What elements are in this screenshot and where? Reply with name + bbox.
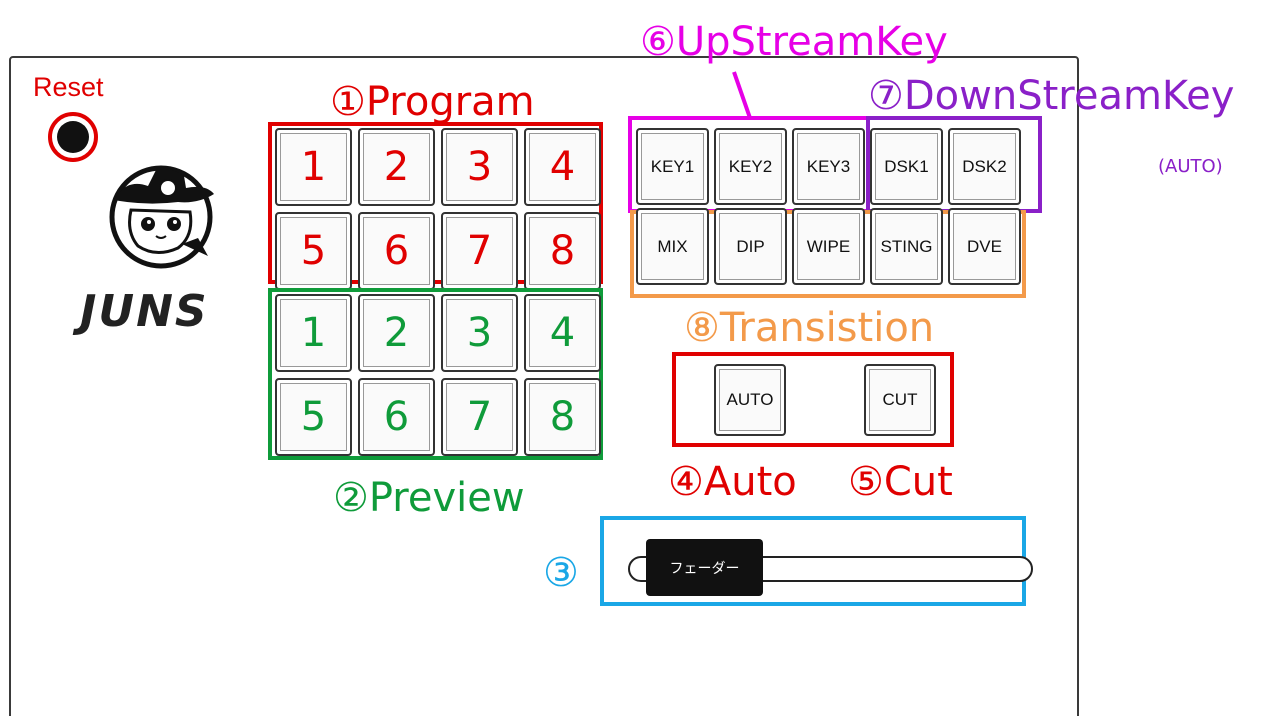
preview-button-6[interactable]: 6	[358, 378, 435, 456]
key2-button[interactable]: KEY2	[714, 128, 787, 205]
preview-button-2[interactable]: 2	[358, 294, 435, 372]
auto-label: ④Auto	[668, 459, 797, 505]
program-button-3[interactable]: 3	[441, 128, 518, 206]
program-section-label: ①Program	[330, 79, 535, 125]
program-frame	[268, 122, 603, 284]
transition-button-row: MIX DIP WIPE STING DVE	[636, 208, 1021, 285]
program-button-7[interactable]: 7	[441, 212, 518, 290]
auto-button[interactable]: AUTO	[714, 364, 786, 436]
preview-button-5[interactable]: 5	[275, 378, 352, 456]
downstream-key-label: ⑦DownStreamKey	[868, 73, 1235, 119]
dsk1-button[interactable]: DSK1	[870, 128, 943, 205]
key3-button[interactable]: KEY3	[792, 128, 865, 205]
preview-section-label: ②Preview	[333, 475, 525, 521]
program-button-1[interactable]: 1	[275, 128, 352, 206]
reset-button[interactable]	[48, 112, 98, 162]
dip-button[interactable]: DIP	[714, 208, 787, 285]
program-button-2[interactable]: 2	[358, 128, 435, 206]
fader-section-label: ③	[543, 550, 579, 596]
preview-button-grid: 1 2 3 4 5 6 7 8	[275, 294, 601, 456]
sting-button[interactable]: STING	[870, 208, 943, 285]
dve-button[interactable]: DVE	[948, 208, 1021, 285]
mix-button[interactable]: MIX	[636, 208, 709, 285]
preview-button-1[interactable]: 1	[275, 294, 352, 372]
program-button-8[interactable]: 8	[524, 212, 601, 290]
auto-cut-frame	[672, 352, 954, 447]
cut-label: ⑤Cut	[848, 459, 953, 505]
dsk2-button[interactable]: DSK2	[948, 128, 1021, 205]
preview-button-8[interactable]: 8	[524, 378, 601, 456]
upstream-pointer-line	[732, 71, 752, 119]
preview-button-3[interactable]: 3	[441, 294, 518, 372]
preview-frame	[268, 288, 603, 460]
cut-button[interactable]: CUT	[864, 364, 936, 436]
transition-section-label: ⑧Transistion	[684, 305, 935, 351]
key-button-row: KEY1 KEY2 KEY3 DSK1 DSK2	[636, 128, 1021, 205]
fader-handle[interactable]: フェーダー	[646, 539, 763, 596]
key1-button[interactable]: KEY1	[636, 128, 709, 205]
program-button-6[interactable]: 6	[358, 212, 435, 290]
reset-label: Reset	[33, 72, 104, 102]
preview-button-7[interactable]: 7	[441, 378, 518, 456]
preview-button-4[interactable]: 4	[524, 294, 601, 372]
upstream-key-label: ⑥UpStreamKey	[640, 19, 948, 65]
program-button-4[interactable]: 4	[524, 128, 601, 206]
program-button-5[interactable]: 5	[275, 212, 352, 290]
wipe-button[interactable]: WIPE	[792, 208, 865, 285]
cowboy-cat-logo-icon	[109, 165, 214, 269]
logo-text: JUNS	[80, 286, 209, 337]
switcher-panel	[9, 56, 1079, 716]
program-button-grid: 1 2 3 4 5 6 7 8	[275, 128, 601, 290]
downstream-key-note: (AUTO)	[1158, 156, 1223, 177]
